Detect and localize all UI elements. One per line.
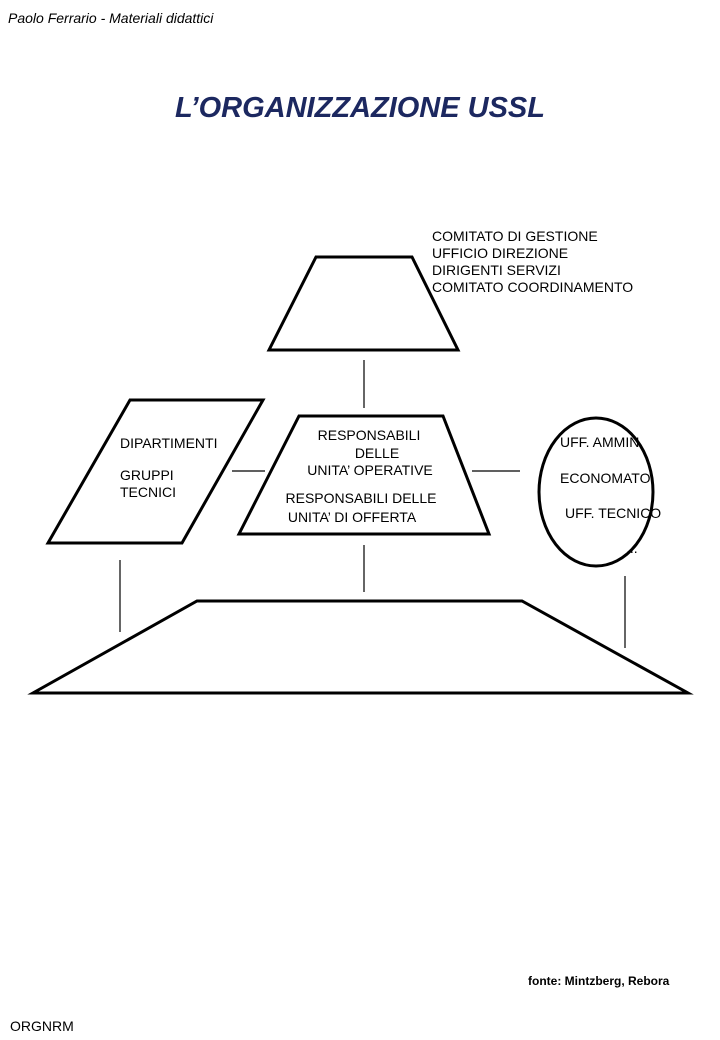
apex-label: COMITATO COORDINAMENTO [432,279,633,295]
apex-label: DIRIGENTI SERVIZI [432,262,561,278]
middle-line-label: UNITA’ DI OFFERTA [288,509,417,525]
middle-line-label: RESPONSABILI [318,427,421,443]
middle-line-shape [236,414,492,536]
middle-line-label: RESPONSABILI DELLE [286,490,437,506]
page-title: L’ORGANIZZAZIONE USSL [175,92,545,124]
support-staff-label: UFF. TECNICO [565,505,661,521]
middle-line-label: UNITA’ OPERATIVE [307,462,433,478]
strategic-apex-shape [266,255,461,352]
apex-label: UFFICIO DIREZIONE [432,245,568,261]
support-staff-label: ... [626,540,638,556]
technostructure-label: TECNICI [120,484,176,500]
source-note: fonte: Mintzberg, Rebora [528,974,670,988]
apex-label: COMITATO DI GESTIONE [432,228,598,244]
support-staff-shape [537,416,655,568]
middle-line-label: DELLE [355,445,399,461]
support-staff-label: UFF. AMMIN. [560,434,643,450]
technostructure-label: DIPARTIMENTI [120,435,218,451]
operating-core-shape [27,599,694,695]
technostructure-shape [45,398,266,545]
header-text: Paolo Ferrario - Materiali didattici [8,10,214,26]
support-staff-label: ECONOMATO [560,470,651,486]
document-code: ORGNRM [10,1018,74,1034]
technostructure-label: GRUPPI [120,467,174,483]
